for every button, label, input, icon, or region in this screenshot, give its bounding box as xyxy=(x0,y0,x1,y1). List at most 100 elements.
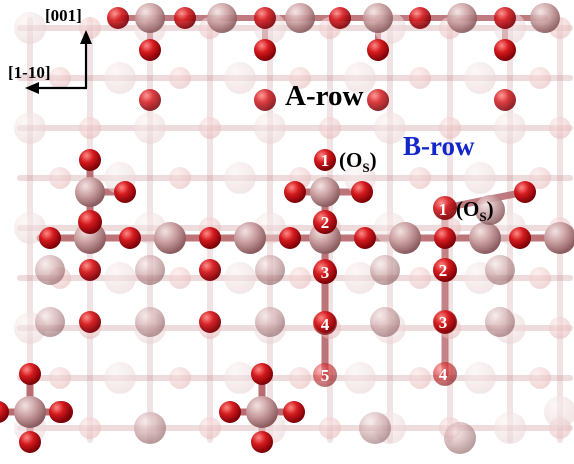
axis-001-arrowhead xyxy=(80,30,92,44)
oxygen-atom xyxy=(313,311,337,335)
oxygen-atom xyxy=(433,196,457,220)
oxygen-atom xyxy=(78,210,102,234)
oxygen-atom xyxy=(254,89,276,111)
site-a-2-number: 2 xyxy=(320,213,330,232)
metal-atom xyxy=(255,255,285,285)
site-a-1-os-label: (OS) xyxy=(339,148,377,176)
metal-atom xyxy=(224,62,256,94)
oxygen-atom xyxy=(119,227,141,249)
oxygen-atom xyxy=(409,67,431,89)
metal-atom xyxy=(234,222,266,254)
oxygen-atom xyxy=(19,363,41,385)
oxygen-atom xyxy=(494,7,516,29)
metal-atom xyxy=(530,3,560,33)
metal-atom xyxy=(464,62,496,94)
metal-atom xyxy=(134,112,166,144)
metal-atom xyxy=(444,422,476,454)
oxygen-atom xyxy=(79,117,101,139)
oxygen-atom xyxy=(514,181,536,203)
oxygen-atom xyxy=(114,181,136,203)
axis-1-10-label: [1-10] xyxy=(8,63,51,82)
oxygen-atom xyxy=(289,67,311,89)
site-a-5-number: 5 xyxy=(320,366,330,385)
b-row-label: B-row xyxy=(403,131,475,161)
oxygen-atom xyxy=(174,7,196,29)
metal-atom xyxy=(75,177,105,207)
oxygen-atom xyxy=(251,431,273,453)
oxygen-atom xyxy=(169,67,191,89)
oxygen-atom xyxy=(329,7,351,29)
oxygen-atom xyxy=(289,367,311,389)
oxygen-atom xyxy=(319,117,341,139)
oxygen-atom xyxy=(529,167,551,189)
metal-atom xyxy=(154,222,186,254)
metal-atom xyxy=(544,396,574,428)
oxygen-atom xyxy=(289,267,311,289)
oxygen-atom xyxy=(529,367,551,389)
metal-atom xyxy=(224,162,256,194)
oxygen-atom xyxy=(354,227,376,249)
site-b-1-os-label: (OS) xyxy=(456,197,494,225)
oxygen-atom xyxy=(409,267,431,289)
oxygen-atom xyxy=(49,367,71,389)
site-a-4-number: 4 xyxy=(320,315,330,334)
metal-atom xyxy=(344,62,376,94)
oxygen-atom xyxy=(199,117,221,139)
oxygen-atom xyxy=(199,259,221,281)
oxygen-atom xyxy=(509,227,531,249)
oxygen-atom xyxy=(79,149,101,171)
metal-atom xyxy=(255,307,285,337)
oxygen-atom xyxy=(199,311,221,333)
metal-atom xyxy=(494,112,526,144)
metal-atom xyxy=(135,3,165,33)
metal-atom xyxy=(246,396,278,428)
metal-atom xyxy=(389,222,421,254)
metal-atom xyxy=(464,162,496,194)
oxygen-atom xyxy=(409,367,431,389)
oxygen-atom xyxy=(283,401,305,423)
metal-atom xyxy=(35,307,65,337)
site-a-1-number: 1 xyxy=(320,151,330,170)
oxygen-atom xyxy=(169,267,191,289)
metal-atom xyxy=(447,3,477,33)
oxygen-atom xyxy=(409,167,431,189)
oxygen-atom xyxy=(529,267,551,289)
oxygen-atom xyxy=(367,89,389,111)
site-b-2-number: 2 xyxy=(438,261,448,280)
oxygen-atom xyxy=(0,401,9,423)
oxygen-atom xyxy=(313,210,337,234)
metal-atom xyxy=(35,255,65,285)
metal-atom xyxy=(224,262,256,294)
metal-atom xyxy=(544,222,574,254)
oxygen-atom xyxy=(39,227,61,249)
oxygen-atom xyxy=(254,7,276,29)
metal-atom xyxy=(285,3,315,33)
site-b-3-number: 3 xyxy=(438,313,448,332)
metal-atom xyxy=(224,362,256,394)
metal-atom xyxy=(485,307,515,337)
metal-atom xyxy=(14,396,46,428)
metal-atom xyxy=(370,307,400,337)
site-a-3-number: 3 xyxy=(320,263,330,282)
atom-layer xyxy=(0,3,574,454)
metal-atom xyxy=(475,195,505,225)
oxygen-atom xyxy=(169,367,191,389)
oxygen-atom xyxy=(367,39,389,61)
oxygen-atom xyxy=(433,362,457,386)
site-b-1-number: 1 xyxy=(438,200,448,219)
oxygen-atom xyxy=(139,89,161,111)
oxygen-atom xyxy=(284,181,306,203)
oxygen-atom xyxy=(79,259,101,281)
metal-atom xyxy=(363,3,393,33)
oxygen-atom xyxy=(169,167,191,189)
oxygen-atom xyxy=(433,258,457,282)
oxygen-atom xyxy=(313,260,337,284)
oxygen-atom xyxy=(49,401,71,423)
axis-arrows xyxy=(25,30,92,94)
metal-atom xyxy=(344,262,376,294)
metal-atom xyxy=(469,222,501,254)
oxygen-atom xyxy=(254,39,276,61)
metal-atom xyxy=(310,177,340,207)
oxygen-atom xyxy=(434,227,456,249)
